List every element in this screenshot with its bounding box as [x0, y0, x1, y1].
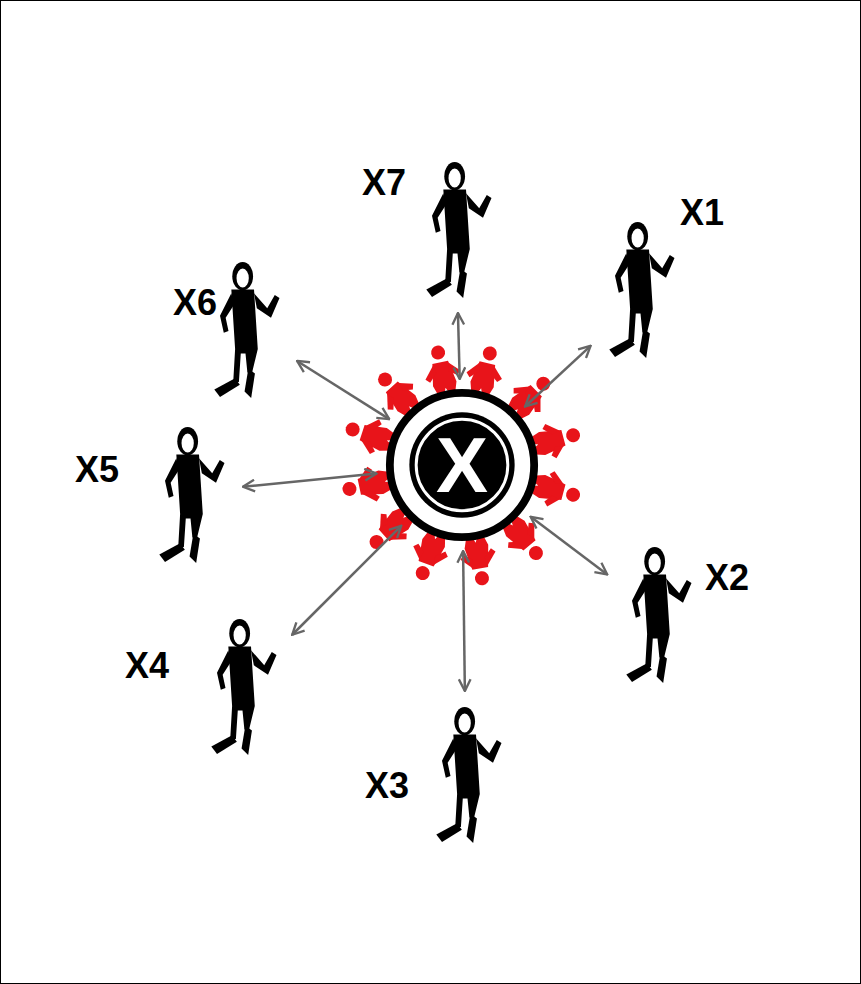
person-figure: X6 [170, 252, 292, 404]
figure-label: X2 [705, 560, 749, 596]
figure-label: X3 [365, 768, 409, 804]
figure-label: X1 [680, 195, 724, 231]
figure-label: X7 [362, 165, 406, 201]
person-figure: X5 [72, 418, 237, 573]
figures [159, 162, 691, 843]
figure-label: X5 [75, 452, 119, 488]
person-figure: X7 [358, 152, 503, 307]
figure-label: X6 [173, 285, 217, 321]
double-arrow [458, 313, 460, 379]
person-figure: X3 [362, 697, 512, 857]
person-figure: X4 [122, 607, 288, 772]
double-arrow [525, 346, 591, 407]
double-arrow [463, 551, 465, 691]
double-arrow [531, 517, 608, 575]
double-arrow [297, 361, 389, 419]
double-arrow [243, 473, 376, 486]
center-circle: X [384, 387, 540, 543]
center-mark: X [436, 426, 488, 504]
double-arrow [292, 526, 401, 635]
person-figure: X2 [612, 538, 777, 693]
person-figure: X1 [595, 192, 745, 372]
figure-label: X4 [125, 648, 169, 684]
